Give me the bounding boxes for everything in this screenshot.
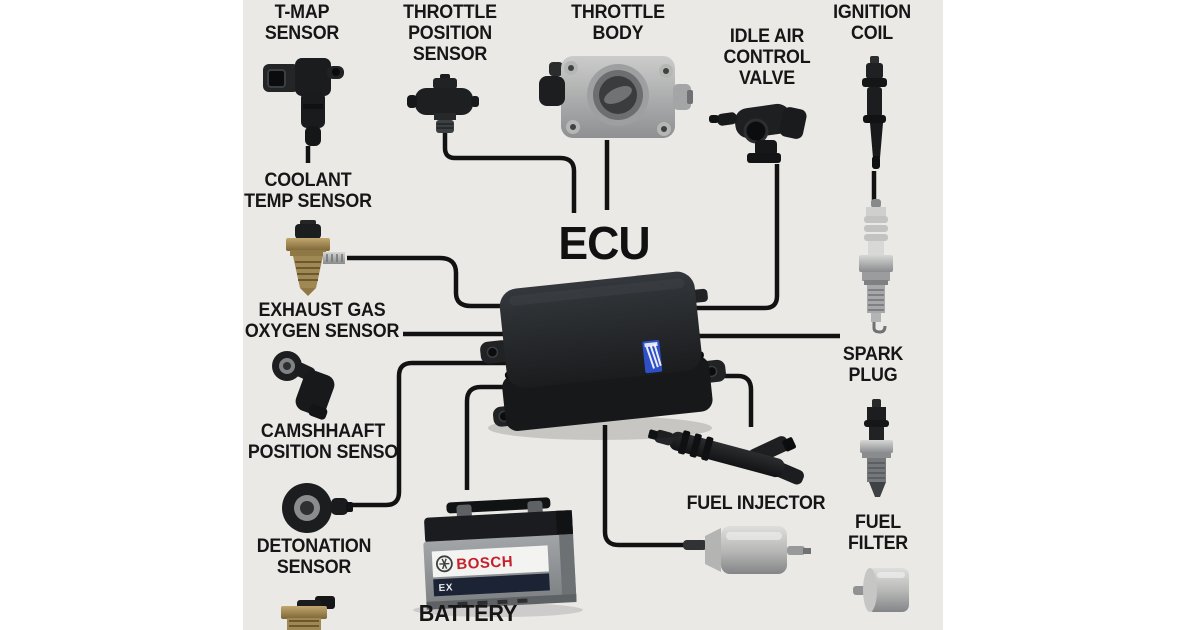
label-throttle-body: THROTTLE BODY xyxy=(571,2,665,44)
small-fuel-filter-image xyxy=(853,568,909,612)
line-fuel-injector xyxy=(698,373,754,427)
ecu-title: ECU xyxy=(558,217,650,269)
fuel-injector-image xyxy=(648,429,804,485)
throttle-position-sensor-image xyxy=(407,74,479,133)
line-fuel-filter xyxy=(602,425,703,548)
throttle-body-image xyxy=(539,56,693,138)
detonation-sensor-image xyxy=(281,596,335,630)
battery-logo-text: BOSCH xyxy=(456,553,513,573)
label-battery: BATTERY xyxy=(418,600,518,626)
line-idle-air xyxy=(672,164,780,311)
line-detonation xyxy=(352,360,518,508)
line-coolant xyxy=(347,255,525,309)
ecu-box-image xyxy=(480,271,726,440)
idle-air-control-valve-image xyxy=(709,103,807,163)
label-idle-air-control-valve: IDLE AIR CONTROL VALVE xyxy=(723,26,811,89)
small-spark-plug-image xyxy=(860,399,893,497)
coolant-temp-sensor-image xyxy=(286,220,345,296)
tmap-sensor-image xyxy=(263,58,344,146)
connector-lines xyxy=(305,128,877,548)
line-battery xyxy=(464,384,519,490)
label-ignition-coil: IGNITION COIL xyxy=(833,2,911,44)
inline-fuel-filter-image xyxy=(683,526,811,574)
spark-plug-image xyxy=(859,199,893,334)
line-throttle-position xyxy=(442,128,577,213)
label-spark-plug: SPARK PLUG xyxy=(842,344,904,386)
exhaust-oxygen-sensor-image xyxy=(272,351,335,420)
diagram-art: BOSCH EX xyxy=(263,56,909,630)
label-detonation-sensor: DETONATION SENSOR xyxy=(256,536,372,578)
ignition-coil-image xyxy=(862,56,887,169)
label-fuel-filter: FUEL FILTER xyxy=(847,512,909,554)
diagram-panel: BOSCH EX xyxy=(243,0,943,630)
label-tmap-sensor: T-MAP SENSOR xyxy=(264,2,340,44)
camshaft-position-sensor-image xyxy=(282,483,353,533)
label-throttle-position-sensor: THROTTLE POSITION SENSOR xyxy=(403,2,497,65)
label-coolant-temp-sensor: COOLANT TEMP SENSOR xyxy=(244,170,372,212)
battery-series-text: EX xyxy=(438,582,453,594)
label-exhaust-oxygen-sensor: EXHAUST GAS OXYGEN SENSOR xyxy=(244,300,400,342)
label-fuel-injector: FUEL INJECTOR xyxy=(686,493,826,514)
label-camshaft-position-sensor: CAMSHHAAFT POSITION SENSO xyxy=(247,421,399,463)
battery-image: BOSCH EX xyxy=(413,497,583,617)
